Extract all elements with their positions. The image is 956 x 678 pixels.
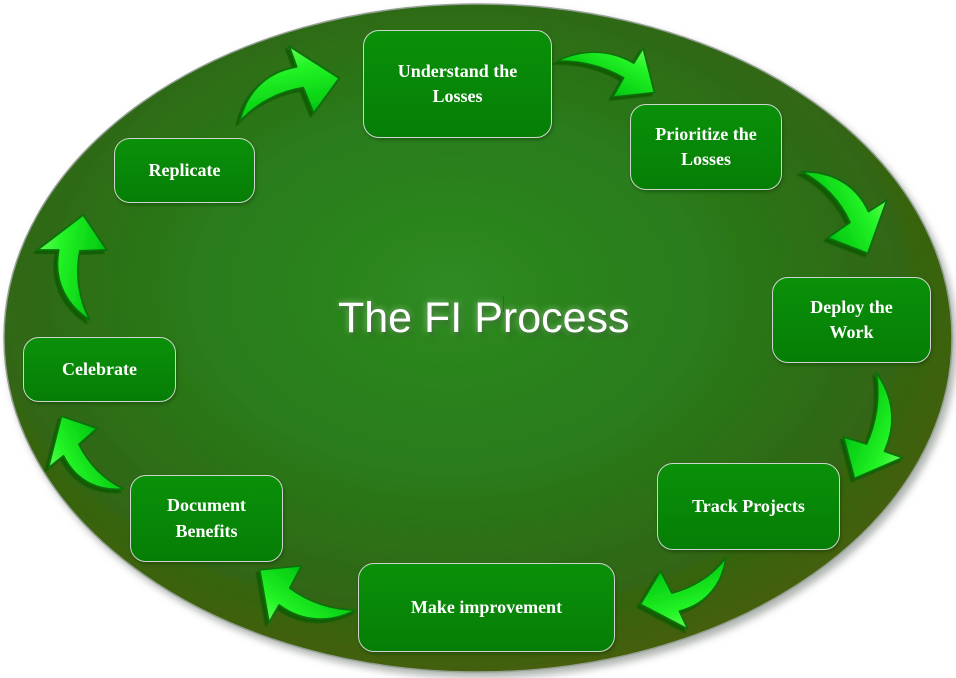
diagram-title: The FI Process [338, 294, 630, 342]
node-prioritize-the-losses: Prioritize the Losses [630, 104, 782, 190]
node-celebrate: Celebrate [23, 337, 176, 402]
node-label: Understand the Losses [397, 60, 518, 106]
node-label: Document Benefits [167, 495, 246, 541]
node-label: Track Projects [692, 495, 805, 516]
node-label: Replicate [148, 159, 221, 180]
node-deploy-the-work: Deploy the Work [772, 277, 931, 363]
node-track-projects: Track Projects [657, 463, 840, 550]
node-label: Deploy the Work [810, 296, 893, 342]
text-cursor [503, 296, 504, 312]
node-label: Make improvement [410, 596, 563, 617]
node-label: Prioritize the Losses [655, 123, 757, 169]
node-document-benefits: Document Benefits [130, 475, 283, 562]
node-make-improvement: Make improvement [358, 563, 615, 652]
node-understand-the-losses: Understand the Losses [363, 30, 552, 138]
node-replicate: Replicate [114, 138, 255, 203]
node-label: Celebrate [62, 358, 137, 379]
